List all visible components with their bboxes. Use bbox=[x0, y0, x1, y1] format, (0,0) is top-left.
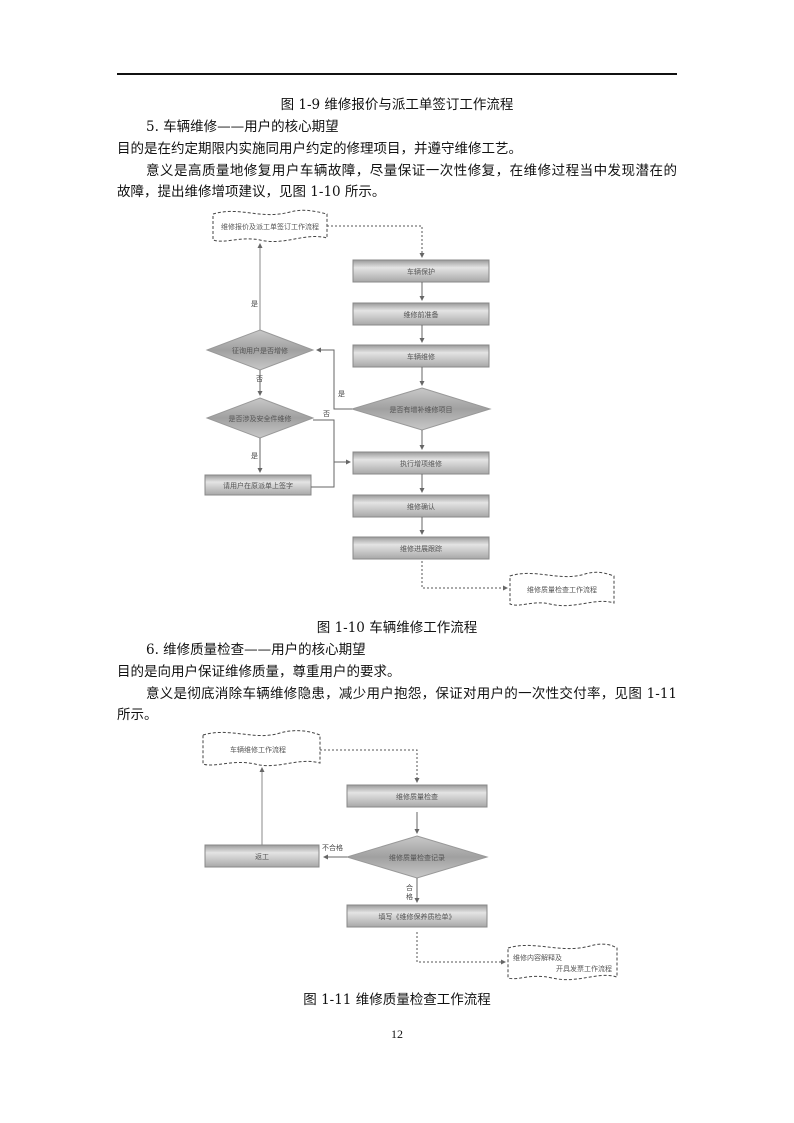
fail-label: 不合格 bbox=[322, 843, 343, 852]
figure-caption: 图 1-10 车辆维修工作流程 bbox=[316, 620, 478, 636]
process-box: 填写《维修保养质检单》 bbox=[346, 904, 488, 928]
process-box: 执行增项维修 bbox=[352, 451, 490, 475]
svg-text:车辆维修: 车辆维修 bbox=[407, 352, 435, 361]
start-document-shape bbox=[202, 730, 321, 767]
svg-text:执行增项维修: 执行增项维修 bbox=[400, 459, 442, 468]
process-box: 维修确认 bbox=[352, 494, 490, 518]
decision-diamond: 是否涉及安全件维修 bbox=[205, 397, 315, 439]
section-heading: 6. 维修质量检查——用户的核心期望 bbox=[146, 642, 366, 658]
process-box: 维修前准备 bbox=[352, 302, 490, 326]
process-box: 请用户在原派单上签字 bbox=[204, 474, 312, 496]
end-label: 维修内容解释及 bbox=[513, 953, 562, 962]
paragraph-line: 故障，提出维修增项建议，见图 1-10 所示。 bbox=[117, 184, 386, 200]
process-box: 维修进展跟踪 bbox=[352, 536, 490, 560]
start-label: 维修报价及派工单签订工作流程 bbox=[221, 222, 319, 231]
svg-text:返工: 返工 bbox=[255, 853, 269, 861]
process-box: 维修质量检查 bbox=[346, 784, 488, 808]
process-box: 车辆保护 bbox=[352, 259, 490, 283]
decision-diamond: 征询用户是否增修 bbox=[205, 329, 315, 371]
svg-text:维修前准备: 维修前准备 bbox=[404, 310, 439, 319]
decision-diamond: 维修质量检查记录 bbox=[345, 835, 489, 879]
paragraph-line: 意义是彻底消除车辆维修隐患，减少用户抱怨，保证对用户的一次性交付率，见图 1-1… bbox=[146, 686, 677, 702]
no-label: 否 bbox=[256, 375, 263, 383]
svg-text:是否涉及安全件维修: 是否涉及安全件维修 bbox=[229, 414, 292, 423]
connector bbox=[327, 225, 425, 258]
pass-label: 合 bbox=[406, 883, 413, 892]
svg-text:征询用户是否增修: 征询用户是否增修 bbox=[232, 346, 288, 355]
process-box: 车辆维修 bbox=[352, 344, 490, 368]
paragraph-line: 所示。 bbox=[117, 707, 158, 723]
end-label: 开具发票工作流程 bbox=[556, 964, 612, 973]
figure-caption: 图 1-11 维修质量检查工作流程 bbox=[303, 992, 491, 1008]
section-heading: 5. 车辆维修——用户的核心期望 bbox=[146, 119, 339, 135]
decision-diamond: 是否有增补维修项目 bbox=[350, 387, 492, 431]
paragraph-line: 目的是在约定期限内实施同用户约定的修理项目，并遵守维修工艺。 bbox=[117, 141, 522, 157]
header-rule bbox=[117, 73, 677, 75]
svg-text:填写《维修保养质检单》: 填写《维修保养质检单》 bbox=[379, 912, 456, 921]
paragraph-line: 目的是向用户保证维修质量，尊重用户的要求。 bbox=[117, 664, 401, 680]
svg-text:车辆保护: 车辆保护 bbox=[407, 267, 435, 276]
svg-text:是否有增补维修项目: 是否有增补维修项目 bbox=[390, 405, 453, 414]
end-document-shape bbox=[507, 943, 618, 981]
svg-text:维修确认: 维修确认 bbox=[407, 502, 435, 511]
start-label: 车辆维修工作流程 bbox=[230, 745, 286, 754]
process-box: 返工 bbox=[204, 844, 320, 868]
pass-label: 格 bbox=[406, 892, 413, 901]
svg-text:维修进展跟踪: 维修进展跟踪 bbox=[400, 544, 442, 553]
svg-text:维修质量检查记录: 维修质量检查记录 bbox=[389, 853, 445, 862]
yes-label: 是 bbox=[251, 452, 258, 460]
yes-label: 是 bbox=[251, 300, 258, 308]
svg-text:请用户在原派单上签字: 请用户在原派单上签字 bbox=[223, 481, 293, 490]
paragraph-line: 意义是高质量地修复用户车辆故障，尽量保证一次性修复，在维修过程当中发现潜在的 bbox=[146, 163, 677, 179]
flowchart-vehicle-repair: 维修报价及派工单签订工作流程 车辆保护 维修前准备 车辆维修 是否有增补维修项目… bbox=[204, 209, 615, 607]
end-document-shape bbox=[509, 571, 615, 607]
end-label: 维修质量检查工作流程 bbox=[527, 585, 597, 594]
yes-label: 是 bbox=[338, 390, 345, 398]
svg-text:维修质量检查: 维修质量检查 bbox=[396, 792, 438, 801]
flowchart-quality-check: 车辆维修工作流程 维修质量检查 维修质量检查记录 不合格 返工 合 格 填写《维… bbox=[202, 730, 618, 981]
page-number: 12 bbox=[391, 1027, 403, 1041]
figure-caption: 图 1-9 维修报价与派工单签订工作流程 bbox=[280, 97, 514, 113]
no-label: 否 bbox=[323, 410, 330, 418]
